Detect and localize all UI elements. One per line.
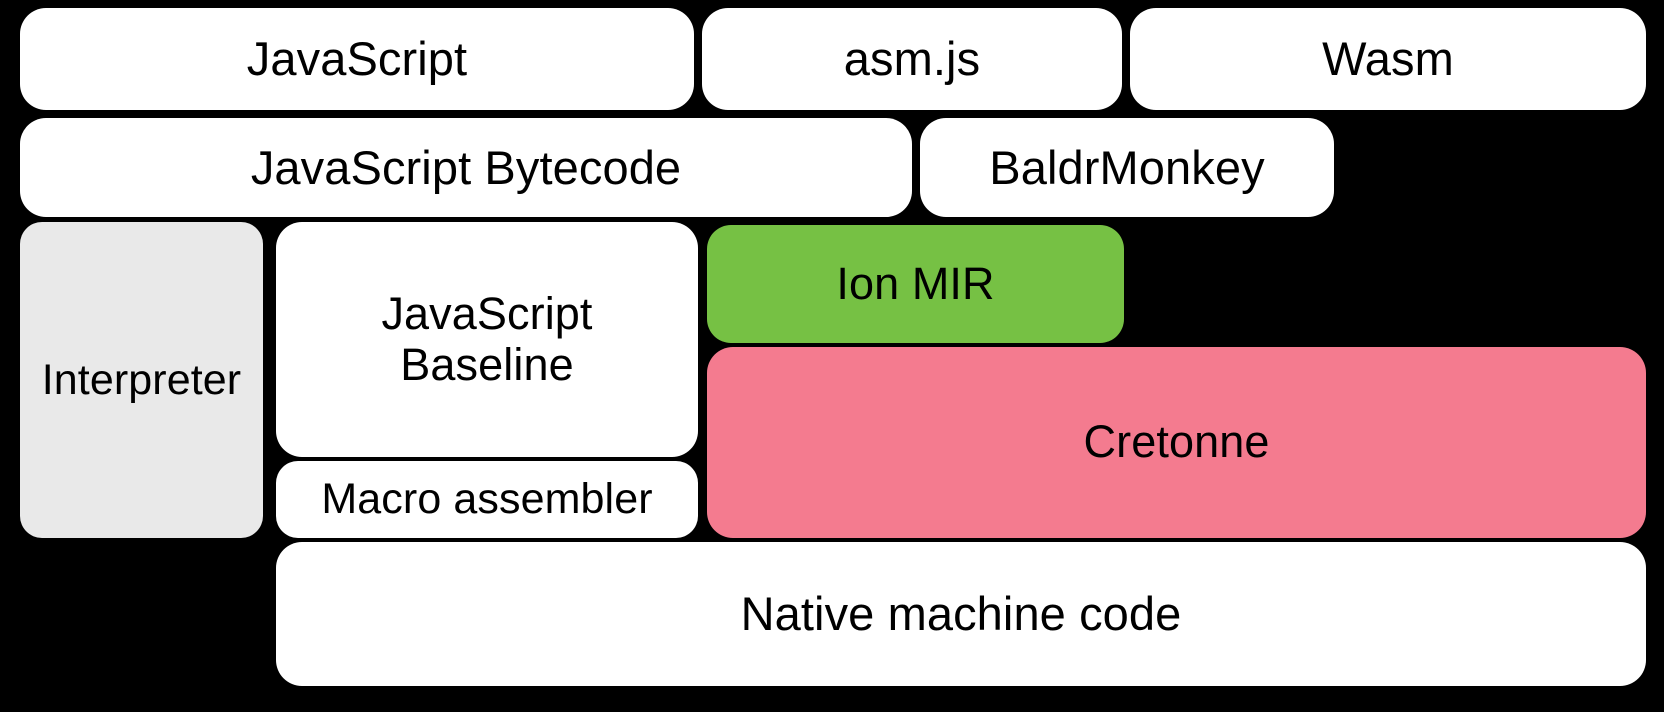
node-wasm[interactable]: Wasm	[1130, 8, 1646, 110]
node-javascript-baseline[interactable]: JavaScript Baseline	[276, 222, 698, 457]
node-asmjs[interactable]: asm.js	[702, 8, 1122, 110]
node-cretonne[interactable]: Cretonne	[707, 347, 1646, 538]
node-javascript-bytecode[interactable]: JavaScript Bytecode	[20, 118, 912, 217]
node-macro-assembler[interactable]: Macro assembler	[276, 461, 698, 538]
node-baldrmonkey[interactable]: BaldrMonkey	[920, 118, 1334, 217]
node-javascript[interactable]: JavaScript	[20, 8, 694, 110]
node-ion-mir[interactable]: Ion MIR	[707, 225, 1124, 343]
node-interpreter[interactable]: Interpreter	[20, 222, 263, 538]
node-native-machine-code[interactable]: Native machine code	[276, 542, 1646, 686]
